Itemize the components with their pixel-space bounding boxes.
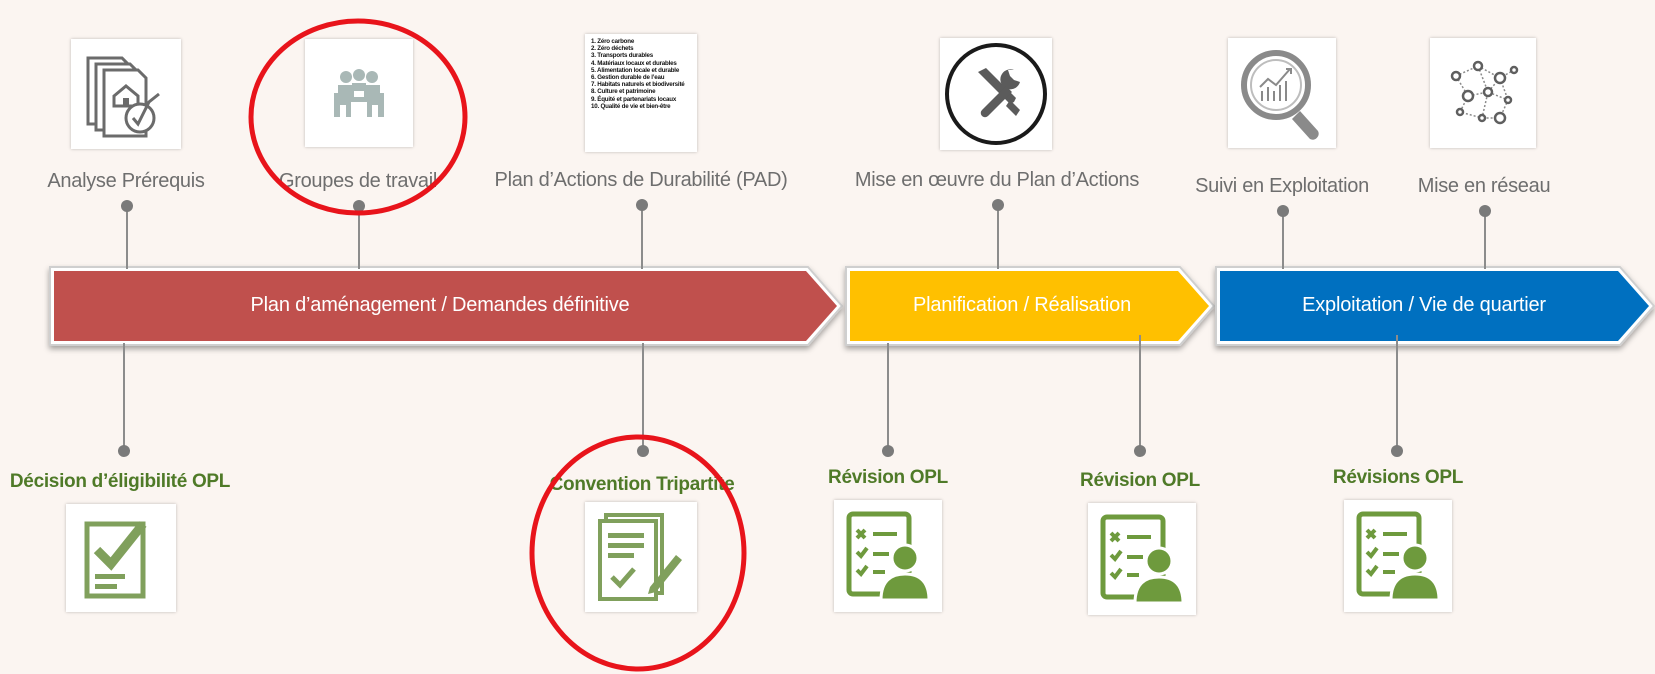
pad-list-item: 7. Habitats naturels et biodiversité [591,81,685,89]
pad-list-item: 4. Matériaux locaux et durables [591,59,677,67]
meeting-group-icon [334,69,384,117]
connector-dot [1134,445,1146,457]
milestone-label-convention: Convention Tripartite [549,474,735,495]
eligibilite-card [66,504,176,612]
pad-list-icon: 1. Zéro carbone 2. Zéro déchets 3. Trans… [591,38,685,110]
phase-arrow-exploitation-fill [1220,271,1649,341]
connector-dot [1391,445,1403,457]
connector-dot [882,445,894,457]
milestone-label-revision-2: Révision OPL [1080,470,1200,491]
connector-line [641,206,643,269]
person-checklist-icon [846,511,931,602]
connector-line [358,207,360,269]
documents-house-check-icon [86,56,160,138]
pad-list-item: 3. Transports durables [591,52,653,60]
connector-dot [992,199,1004,211]
step-label-pad: Plan d’Actions de Durabilité (PAD) [494,169,788,191]
mise-en-oeuvre-card [940,38,1052,150]
connector-line [1484,212,1486,269]
revision-card-1 [834,500,942,612]
connector-dot [121,200,133,212]
milestone-label-revision-3: Révisions OPL [1332,467,1464,488]
connector-line [1139,335,1141,451]
tools-icon [945,43,1047,145]
revision-card-2 [1088,503,1196,615]
connector-dot [353,200,365,212]
phase-label-planning: Plan d’aménagement / Demandes définitive [250,294,630,316]
milestone-label-revision-1: Révision OPL [828,467,948,488]
network-icon [1450,60,1519,125]
connector-line [123,343,125,451]
phase-label-realisation: Planification / Réalisation [912,294,1132,316]
step-label-reseau: Mise en réseau [1417,175,1551,197]
connector-line [1282,212,1284,269]
checklist-approved-icon [84,521,147,599]
pad-list-item: 8. Culture et patrimoine [591,88,656,96]
connector-line [887,343,889,451]
pad-list-item: 5. Alimentation locale et durable [591,66,680,74]
groupes-de-travail-card [305,39,413,147]
pad-list-item: 9. Équité et partenariats locaux [591,95,677,103]
phase-label-exploitation: Exploitation / Vie de quartier [1302,294,1546,316]
convention-card [585,502,697,612]
connector-line [126,207,128,269]
analyse-prerequis-card [71,39,181,149]
step-label-suivi: Suivi en Exploitation [1195,175,1369,197]
phase-arrow-realisation-fill [850,271,1209,341]
pad-list-item: 1. Zéro carbone [591,38,635,45]
connector-line [997,206,999,269]
milestone-label-eligibilite: Décision d’éligibilité OPL [9,471,231,492]
pad-list-item: 2. Zéro déchets [591,45,634,53]
pad-list-item: 6. Gestion durable de l’eau [591,74,665,82]
pad-list-item: 10. Qualité de vie et bien-être [591,102,671,110]
person-checklist-icon [1356,511,1441,602]
magnifier-chart-icon [1241,50,1319,140]
connector-dot [1479,205,1491,217]
reseau-card [1430,38,1536,148]
connector-line [1396,335,1398,451]
connector-dot [637,445,649,457]
connector-dot [118,445,130,457]
contract-signing-icon [598,513,682,601]
connector-dot [1277,205,1289,217]
pad-card: 1. Zéro carbone 2. Zéro déchets 3. Trans… [585,34,697,152]
step-label-groupes-de-travail: Groupes de travail [278,170,438,192]
connector-line [642,343,644,451]
connector-dot [636,199,648,211]
step-label-analyse-prerequis: Analyse Prérequis [47,170,205,192]
phase-arrow-planning-fill [54,271,837,341]
step-label-mise-en-oeuvre: Mise en œuvre du Plan d’Actions [854,169,1140,191]
person-checklist-icon [1100,514,1185,605]
revision-card-3 [1344,500,1452,612]
suivi-card [1228,38,1336,148]
